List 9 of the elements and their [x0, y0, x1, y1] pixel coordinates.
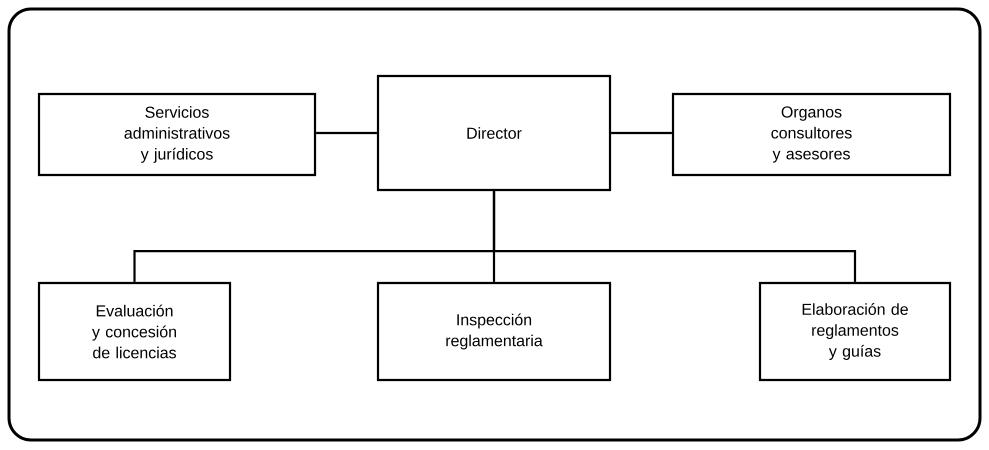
connector-line: [492, 191, 856, 282]
org-box: Organos consultores y asesores: [672, 92, 952, 176]
connector-line: [316, 132, 377, 134]
org-box: Elaboración de reglamentos y guías: [758, 282, 952, 382]
connector-line: [611, 132, 672, 134]
org-box: Inspección reglamentaria: [376, 282, 612, 382]
org-box: Servicios administrativos y jurídicos: [38, 92, 316, 176]
org-box: Evaluación y concesión de licencias: [38, 282, 232, 382]
org-box: Director: [376, 74, 612, 192]
